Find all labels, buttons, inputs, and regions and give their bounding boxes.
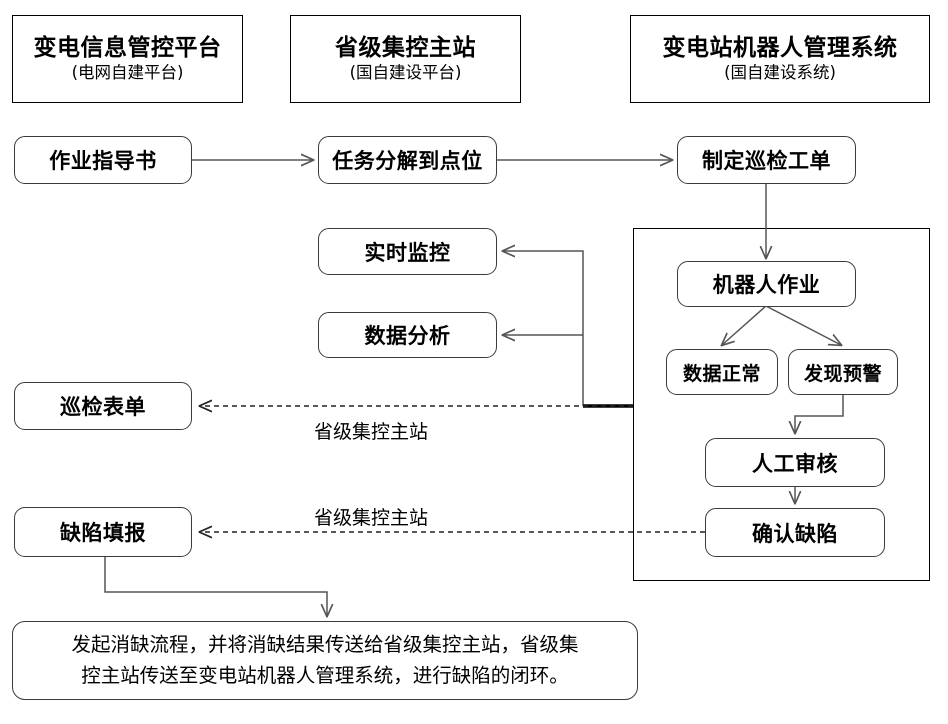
node-label: 数据分析	[364, 324, 451, 348]
header-box-power-platform: 变电信息管控平台 (电网自建平台)	[12, 15, 243, 103]
edge-label-inspection-form: 省级集控主站	[314, 421, 429, 443]
summary-line-2: 控主站传送至变电站机器人管理系统，进行缺陷的闭环。	[81, 663, 569, 687]
node-label: 数据正常	[682, 362, 761, 385]
summary-line-1: 发起消缺流程，并将消缺结果传送给省级集控主站，省级集	[71, 633, 579, 657]
node-robot-operation[interactable]: 机器人作业	[677, 261, 856, 307]
node-label: 确认缺陷	[752, 521, 838, 546]
robot-system-group-box	[633, 228, 930, 581]
summary-paragraph: 发起消缺流程，并将消缺结果传送给省级集控主站，省级集控主站传送至变电站机器人管理…	[71, 630, 578, 690]
node-label: 发现预警	[803, 362, 882, 385]
edge-label-defect-report: 省级集控主站	[314, 507, 429, 529]
header-subtitle: (国自建设系统)	[724, 63, 836, 83]
node-label: 任务分解到点位	[332, 149, 483, 173]
node-label: 缺陷填报	[60, 521, 146, 545]
header-box-provincial-station: 省级集控主站 (国自建设平台)	[290, 15, 521, 103]
node-defect-report[interactable]: 缺陷填报	[14, 507, 192, 557]
header-subtitle: (电网自建平台)	[71, 63, 184, 83]
node-label: 实时监控	[364, 240, 451, 265]
node-data-analysis[interactable]: 数据分析	[318, 312, 497, 358]
header-box-robot-system: 变电站机器人管理系统 (国自建设系统)	[630, 15, 930, 103]
node-label: 人工审核	[752, 451, 838, 476]
node-data-normal[interactable]: 数据正常	[666, 349, 778, 395]
wire-defect-to-summary	[104, 557, 327, 616]
node-label: 机器人作业	[712, 273, 821, 297]
wire-bus-to-monitor	[503, 251, 584, 406]
node-realtime-monitor[interactable]: 实时监控	[318, 228, 497, 275]
node-label: 作业指导书	[49, 149, 157, 173]
header-title: 省级集控主站	[335, 34, 476, 61]
header-subtitle: (国自建设平台)	[349, 63, 462, 83]
node-work-instruction[interactable]: 作业指导书	[14, 136, 192, 184]
header-title: 变电站机器人管理系统	[662, 34, 898, 61]
node-make-work-order[interactable]: 制定巡检工单	[677, 136, 856, 184]
node-warning-found[interactable]: 发现预警	[788, 349, 898, 395]
node-inspection-form[interactable]: 巡检表单	[14, 382, 192, 430]
node-label: 巡检表单	[60, 395, 146, 419]
header-title: 变电信息管控平台	[33, 34, 222, 61]
node-label: 制定巡检工单	[702, 149, 831, 173]
node-summary-text: 发起消缺流程，并将消缺结果传送给省级集控主站，省级集控主站传送至变电站机器人管理…	[12, 621, 638, 700]
node-task-decompose[interactable]: 任务分解到点位	[318, 136, 497, 184]
node-confirm-defect[interactable]: 确认缺陷	[705, 508, 885, 557]
node-manual-review[interactable]: 人工审核	[705, 438, 885, 487]
